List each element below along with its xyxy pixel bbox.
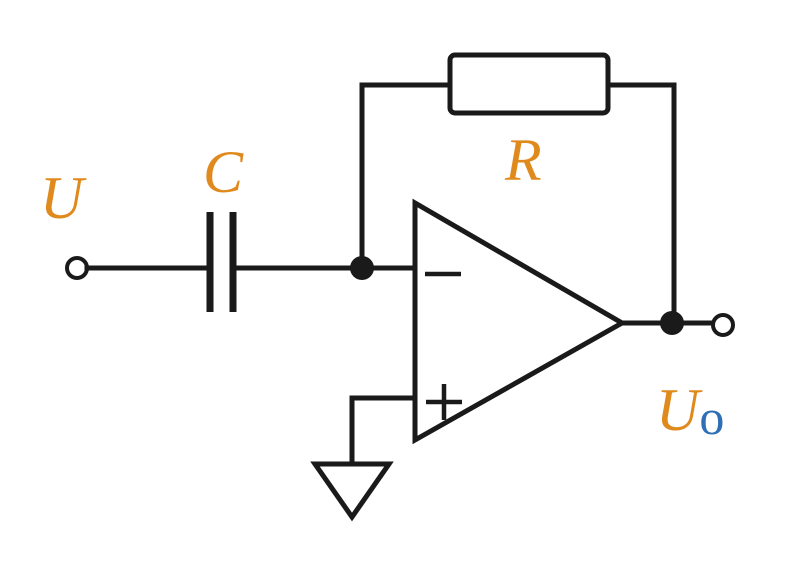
input-label: U bbox=[40, 165, 87, 231]
feedback-wire-right bbox=[605, 82, 677, 326]
op-amp-triangle bbox=[412, 198, 628, 445]
output-terminal bbox=[711, 313, 735, 337]
noninverting-input-sign bbox=[426, 384, 462, 420]
input-terminal bbox=[65, 256, 89, 280]
capacitor-label: C bbox=[203, 139, 244, 205]
output-label: Uo bbox=[656, 377, 724, 445]
resistor bbox=[447, 52, 611, 116]
output-label-main: U bbox=[656, 377, 703, 443]
ground-symbol bbox=[310, 461, 394, 522]
ground-wire bbox=[349, 395, 418, 467]
output-node-junction bbox=[660, 311, 684, 335]
resistor-label: R bbox=[504, 127, 542, 193]
output-label-subscript: o bbox=[699, 389, 724, 445]
feedback-wire-left bbox=[359, 82, 453, 271]
